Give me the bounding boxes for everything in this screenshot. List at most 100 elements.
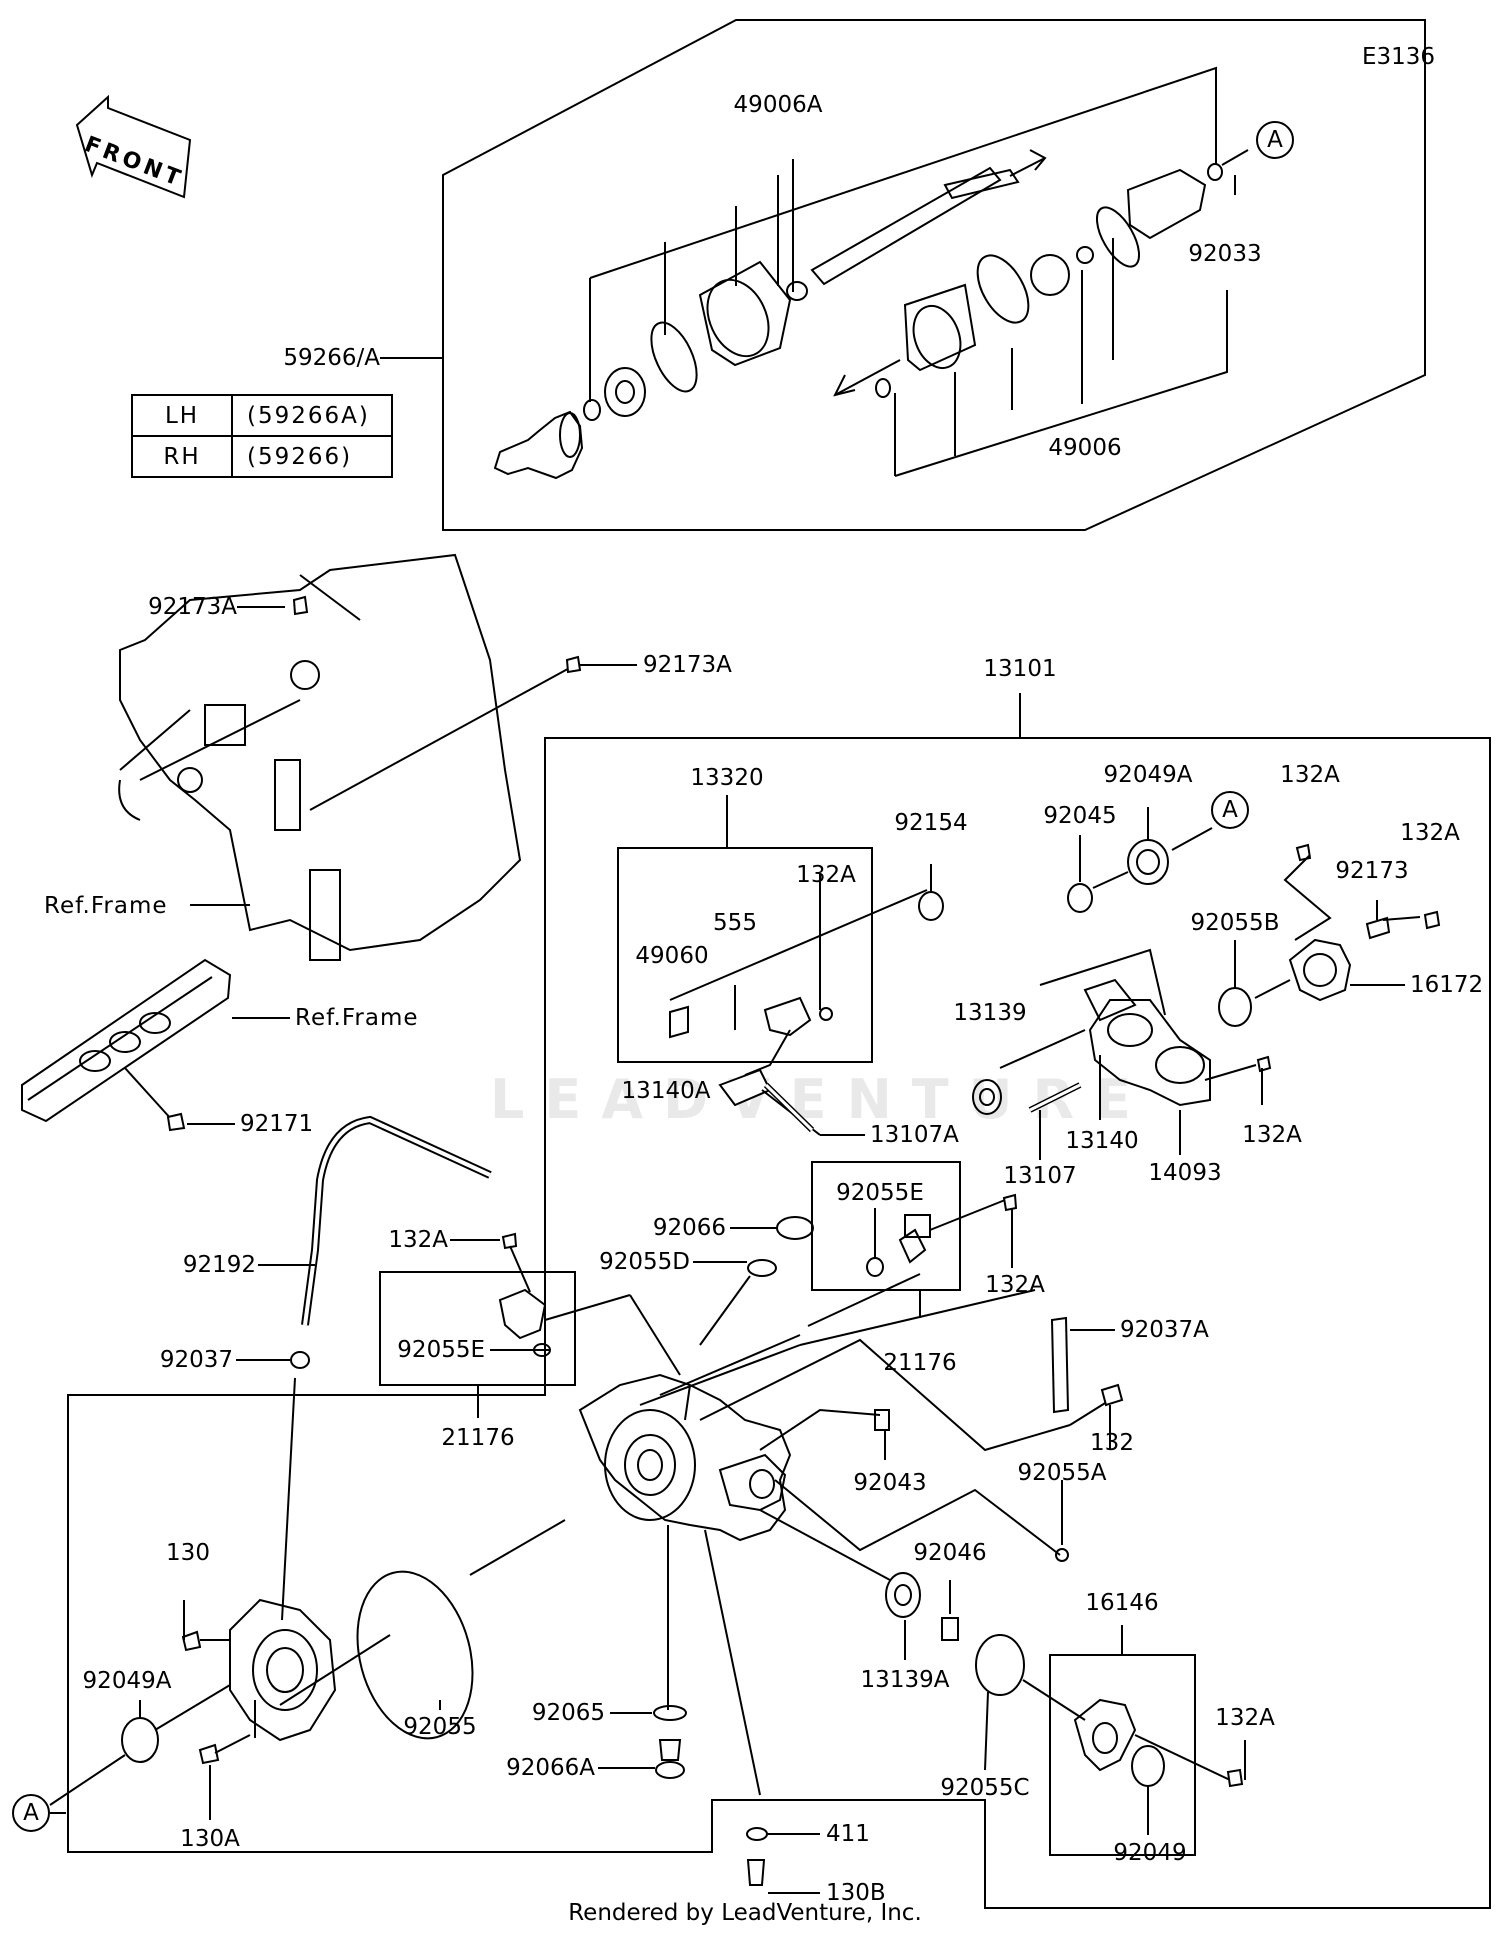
part-callout[interactable]: 92173A bbox=[643, 652, 732, 678]
part-callout[interactable]: 92173A bbox=[148, 594, 237, 620]
part-callout[interactable]: 130A bbox=[180, 1826, 240, 1852]
part-callout[interactable]: 21176 bbox=[441, 1425, 515, 1451]
marker-A-bottom bbox=[12, 1794, 50, 1832]
part-callout[interactable]: 16146 bbox=[1085, 1590, 1159, 1616]
part-callout[interactable]: 92066 bbox=[652, 1215, 726, 1241]
hose-92192 bbox=[301, 1115, 492, 1326]
part-callout[interactable]: 132A bbox=[1280, 762, 1340, 788]
diagram-code: E3136 bbox=[1362, 44, 1436, 70]
drive-shaft-group-box bbox=[442, 19, 1426, 531]
marker-A-mid bbox=[1211, 791, 1249, 829]
part-callout[interactable]: 16172 bbox=[1410, 972, 1484, 998]
part-callout[interactable]: 132A bbox=[796, 862, 856, 888]
part-callout[interactable]: 92037A bbox=[1120, 1317, 1209, 1343]
shift-group-box bbox=[617, 847, 873, 1063]
part-callout[interactable]: 92049A bbox=[1103, 762, 1193, 788]
cover-14093 bbox=[1088, 999, 1211, 1107]
part-callout[interactable]: 13107 bbox=[1003, 1163, 1077, 1189]
part-callout[interactable]: 13140 bbox=[1065, 1128, 1139, 1154]
part-callout[interactable]: 92055E bbox=[397, 1337, 485, 1363]
part-callout[interactable]: 92037 bbox=[159, 1347, 233, 1373]
part-callout[interactable]: 13139A bbox=[860, 1667, 950, 1693]
part-cell: (59266) bbox=[231, 435, 393, 478]
part-callout[interactable]: 132A bbox=[1215, 1705, 1275, 1731]
part-callout[interactable]: 14093 bbox=[1148, 1160, 1222, 1186]
part-callout[interactable]: 132A bbox=[388, 1227, 448, 1253]
table-row: LH (59266A) bbox=[131, 394, 393, 437]
part-callout[interactable]: 92173 bbox=[1335, 858, 1409, 884]
side-variant-table: LH (59266A) RH (59266) bbox=[131, 394, 393, 478]
plug-92066A bbox=[658, 1739, 682, 1761]
oring-92055B bbox=[1218, 987, 1252, 1027]
part-callout[interactable]: 92049A bbox=[82, 1668, 172, 1694]
frame-illustration bbox=[118, 553, 576, 961]
watermark: LEADVENTURE bbox=[490, 1068, 1151, 1131]
part-callout[interactable]: 132A bbox=[985, 1272, 1045, 1298]
part-callout[interactable]: 13320 bbox=[690, 765, 764, 791]
part-cell: (59266A) bbox=[231, 394, 393, 437]
part-callout[interactable]: 92066A bbox=[506, 1755, 595, 1781]
part-callout[interactable]: 92171 bbox=[240, 1111, 314, 1137]
part-callout[interactable]: 13107A bbox=[870, 1122, 959, 1148]
gear-13139A bbox=[885, 1572, 921, 1618]
part-callout[interactable]: 555 bbox=[713, 910, 757, 936]
bolt-130B bbox=[746, 1859, 766, 1886]
part-callout[interactable]: 92033 bbox=[1188, 241, 1262, 267]
marker-label-a: A bbox=[1222, 797, 1238, 823]
part-callout[interactable]: 13140A bbox=[621, 1078, 711, 1104]
part-callout[interactable]: 49006 bbox=[1048, 435, 1122, 461]
part-callout[interactable]: 130 bbox=[166, 1540, 210, 1566]
washer-92065 bbox=[653, 1705, 687, 1721]
sensor-group-box-right bbox=[811, 1161, 961, 1291]
sensor-group-box-left bbox=[379, 1271, 576, 1386]
seal-92049 bbox=[1131, 1745, 1165, 1787]
cover-16172 bbox=[1288, 938, 1352, 1002]
part-callout[interactable]: 92045 bbox=[1043, 803, 1117, 829]
pin-92043 bbox=[874, 1409, 890, 1431]
leader-A-top bbox=[1221, 149, 1249, 166]
part-callout[interactable]: 92065 bbox=[531, 1700, 605, 1726]
part-callout[interactable]: 59266/A bbox=[283, 345, 380, 371]
part-callout[interactable]: 49060 bbox=[635, 943, 709, 969]
clamp-92037 bbox=[290, 1351, 310, 1369]
part-callout[interactable]: 92055A bbox=[1017, 1460, 1107, 1486]
part-callout[interactable]: 130B bbox=[826, 1880, 886, 1906]
seal-92045 bbox=[1067, 883, 1093, 913]
part-callout[interactable]: 92043 bbox=[853, 1470, 927, 1496]
part-callout[interactable]: 132A bbox=[1242, 1122, 1302, 1148]
transmission-group-box bbox=[67, 737, 1491, 1909]
part-callout[interactable]: 92049 bbox=[1113, 1840, 1187, 1866]
oring-92055C bbox=[975, 1634, 1025, 1696]
transmission-case-illustration bbox=[578, 1373, 792, 1542]
part-callout[interactable]: 92192 bbox=[182, 1252, 256, 1278]
spring-92046 bbox=[941, 1617, 959, 1641]
part-callout[interactable]: 92055E bbox=[836, 1180, 924, 1206]
part-callout[interactable]: 92055C bbox=[940, 1775, 1030, 1801]
oring-92055 bbox=[356, 1570, 474, 1740]
side-cell: LH bbox=[131, 394, 233, 437]
part-callout[interactable]: 92055B bbox=[1190, 910, 1280, 936]
part-callout[interactable]: 13101 bbox=[983, 656, 1057, 682]
bracket-49006 bbox=[894, 290, 1228, 477]
cover-16146 bbox=[1073, 1698, 1137, 1772]
bracket-plate-illustration bbox=[21, 958, 232, 1123]
part-callout[interactable]: 132A bbox=[1400, 820, 1460, 846]
washer-411 bbox=[746, 1827, 768, 1841]
part-callout[interactable]: 92154 bbox=[894, 810, 968, 836]
part-callout[interactable]: 92046 bbox=[913, 1540, 987, 1566]
oring-92055D bbox=[747, 1259, 777, 1277]
part-callout[interactable]: 13139 bbox=[953, 1000, 1027, 1026]
part-callout[interactable]: 132 bbox=[1090, 1430, 1134, 1456]
lever-13140 bbox=[1083, 978, 1137, 1022]
cover-left bbox=[229, 1598, 337, 1742]
part-callout[interactable]: 92055D bbox=[599, 1249, 690, 1275]
part-callout[interactable]: 21176 bbox=[883, 1350, 957, 1376]
marker-label-a: A bbox=[1267, 127, 1283, 153]
part-callout[interactable]: 49006A bbox=[733, 92, 823, 118]
part-callout[interactable]: 92055 bbox=[403, 1714, 477, 1740]
gear-13139 bbox=[972, 1079, 1002, 1115]
part-callout[interactable]: 411 bbox=[826, 1821, 870, 1847]
table-row: RH (59266) bbox=[131, 435, 393, 478]
